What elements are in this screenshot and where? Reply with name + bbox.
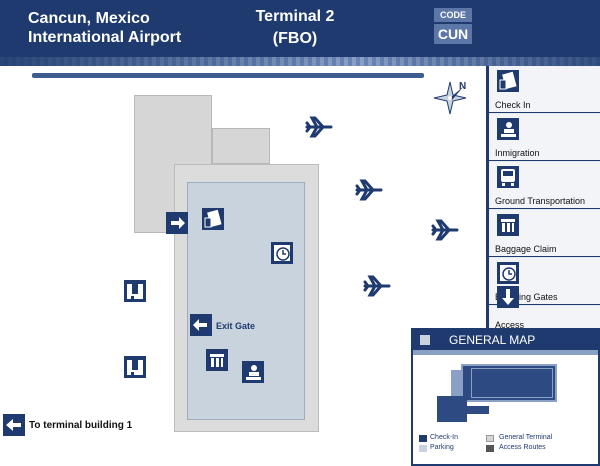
- legend-swatch-access-routes: [486, 445, 494, 452]
- baggage-claim-icon[interactable]: [206, 349, 228, 371]
- legend-parking: Parking: [430, 444, 454, 451]
- sidebar-item-ground-transportation[interactable]: Ground Transportation: [489, 162, 600, 209]
- sidebar-item-check-in[interactable]: Check In: [489, 66, 600, 113]
- legend-general-terminal: General Terminal: [499, 434, 553, 441]
- parking-marker-icon[interactable]: [124, 356, 146, 378]
- sidebar-item-label: Baggage Claim: [495, 244, 557, 254]
- building-block-annex: [212, 128, 270, 164]
- exit-gate-arrow-icon[interactable]: [190, 314, 212, 336]
- boarding-gates-clock-icon[interactable]: [271, 242, 293, 264]
- check-in-icon[interactable]: [202, 208, 224, 230]
- general-map-terminal-outline: [471, 368, 553, 398]
- terminal-title: Terminal 2 (FBO): [220, 6, 370, 50]
- entrance-arrow-icon[interactable]: [166, 212, 188, 234]
- check-in-icon: [497, 70, 519, 92]
- sidebar-item-baggage-claim[interactable]: Baggage Claim: [489, 210, 600, 257]
- general-map-access-route: [467, 406, 489, 414]
- sidebar-item-label: Inmigration: [495, 148, 540, 158]
- legend-swatch-general-terminal: [486, 435, 494, 442]
- clock-icon: [497, 262, 519, 284]
- sidebar-item-access[interactable]: Access: [489, 286, 600, 330]
- sidebar-item-immigration[interactable]: Inmigration: [489, 114, 600, 161]
- sidebar-item-label: Access: [495, 320, 525, 330]
- immigration-icon[interactable]: [242, 361, 264, 383]
- baggage-claim-icon: [497, 214, 519, 236]
- header-bar: Cancun, Mexico International Airport Ter…: [0, 0, 600, 57]
- legend-check-in: Check-In: [430, 434, 459, 441]
- general-map-header: GENERAL MAP: [413, 330, 598, 350]
- bus-icon: [497, 166, 519, 188]
- airplane-icon: [431, 219, 459, 241]
- legend-swatch-parking: [419, 445, 427, 452]
- to-terminal-arrow-icon[interactable]: [3, 414, 25, 436]
- sidebar-item-label: Boarding Gates: [495, 292, 558, 302]
- exit-gate-label: Exit Gate: [216, 321, 256, 331]
- airport-name-line1: Cancun, Mexico: [28, 10, 150, 27]
- airport-code-value: CUN: [434, 24, 472, 44]
- airplane-icon: [305, 116, 333, 138]
- compass-icon: N: [433, 81, 466, 115]
- arrow-down-icon: [497, 286, 519, 308]
- general-map-panel: GENERAL MAP Check-In Parking General Ter…: [411, 328, 600, 466]
- general-map-terminal-main: [461, 364, 557, 402]
- airplane-icon: [363, 275, 391, 297]
- airport-name-line2: International Airport: [28, 29, 182, 46]
- immigration-icon: [497, 118, 519, 140]
- sidebar-item-label: Check In: [495, 100, 531, 110]
- legend-access-routes: Access Routes: [499, 444, 546, 451]
- terminal-title-line1: Terminal 2: [255, 8, 335, 25]
- to-terminal-1-label: To terminal building 1: [29, 420, 133, 431]
- parking-marker-icon[interactable]: [124, 280, 146, 302]
- general-map-title: GENERAL MAP: [449, 333, 536, 347]
- map-top-line: [32, 73, 424, 78]
- general-map-building: [437, 396, 467, 422]
- general-map-square-icon: [420, 335, 430, 345]
- airplane-icon: [355, 179, 383, 201]
- sidebar-item-label: Ground Transportation: [495, 196, 586, 206]
- header-pattern-shade: [0, 57, 600, 66]
- general-map-band: [413, 350, 598, 355]
- airport-code-label: CODE: [434, 8, 472, 22]
- legend-swatch-check-in: [419, 435, 427, 442]
- airport-code-box: CODE CUN: [434, 8, 472, 44]
- compass-north-letter: N: [459, 81, 466, 92]
- terminal-title-line2: (FBO): [272, 30, 318, 47]
- facilities-sidebar: Check In Inmigration Ground Transportati…: [486, 66, 600, 330]
- airport-name: Cancun, Mexico International Airport: [28, 9, 181, 47]
